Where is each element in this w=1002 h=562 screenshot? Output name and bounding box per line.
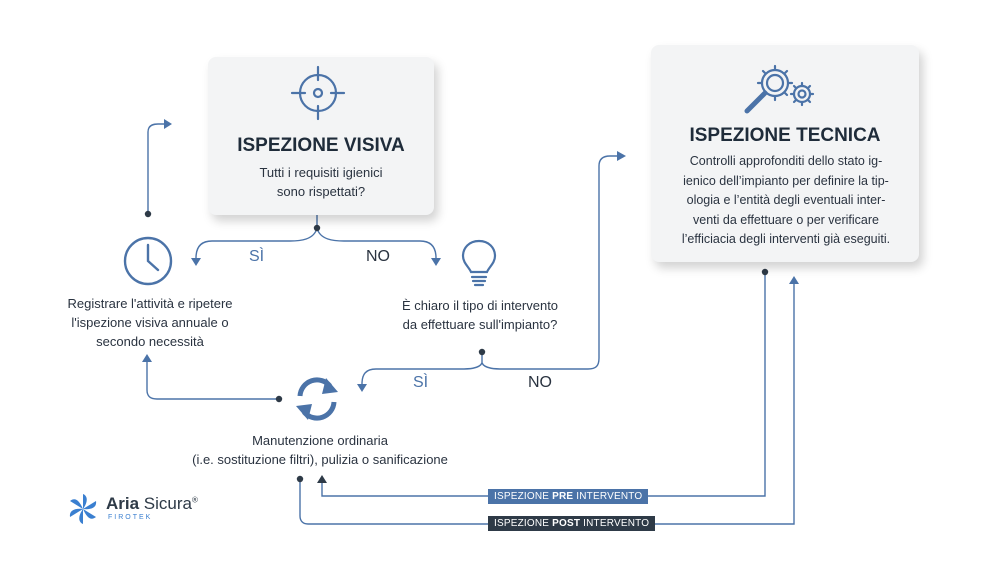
connector-refresh-record [146, 362, 279, 400]
connector-no-2 [481, 155, 618, 370]
tech-desc-line-1: Controlli approfonditi dello stato ig- [689, 154, 883, 168]
clock-icon [123, 236, 173, 286]
technical-inspection-card: ISPEZIONE TECNICA Controlli approfonditi… [651, 45, 919, 262]
maintenance-line-2: (i.e. sostituzione filtri), pulizia o sa… [192, 452, 448, 467]
arrowhead-pre [317, 475, 327, 483]
record-line-1: Registrare l'attività e ripetere [67, 296, 233, 311]
arrowhead-yes-1 [191, 258, 201, 266]
refresh-arrows-icon [296, 377, 338, 421]
record-line-2: l'ispezione visiva annuale o [71, 315, 229, 330]
brand-logo: Aria Sicura® FIROTEK [66, 492, 226, 528]
tech-desc-line-5: l’efficiacia degli interventi già esegui… [681, 232, 891, 246]
connector-post [299, 284, 795, 525]
post-tag-prefix: ISPEZIONE [494, 518, 553, 529]
connector-yes-1 [195, 227, 318, 259]
branch-yes-1: SÌ [249, 248, 265, 265]
pre-tag-prefix: ISPEZIONE [494, 491, 553, 502]
branch-yes-2: SÌ [413, 374, 429, 391]
connector-no-1 [316, 227, 437, 259]
connector-yes-2 [361, 362, 483, 385]
lightbulb-icon [461, 239, 497, 287]
brand-name-regular: Sicura [139, 494, 192, 513]
arrowhead-record [142, 354, 152, 362]
brand-registered: ® [192, 495, 198, 505]
intervention-line-2: da effettuare sull'impianto? [402, 317, 558, 332]
technical-inspection-title: ISPEZIONE TECNICA [689, 125, 881, 146]
arrowhead-clock-up [164, 119, 172, 129]
intervention-line-1: È chiaro il tipo di intervento [401, 298, 559, 313]
arrowhead-no-2 [617, 151, 626, 161]
arrowhead-yes-2 [357, 384, 367, 392]
arrowhead-post [789, 276, 799, 284]
tech-desc-line-3: ologia e l’entità degli eventuali inter- [686, 193, 886, 207]
brand-pinwheel-icon [69, 494, 97, 524]
arrowhead-no-1 [431, 258, 441, 266]
tech-desc-line-4: venti da effettuare o per verificare [693, 212, 879, 227]
technical-inspection-description: Controlli approfonditi dello stato ig- i… [659, 152, 913, 250]
target-icon [290, 65, 346, 121]
pre-tag-suffix: INTERVENTO [573, 491, 643, 502]
post-tag-bold: POST [552, 518, 581, 529]
brand-name-bold: Aria [106, 494, 140, 513]
branch-no-1: NO [366, 248, 390, 265]
post-intervention-tag: ISPEZIONE POST INTERVENTO [488, 516, 656, 531]
record-line-3: secondo necessità [96, 334, 204, 349]
connector-clock-up [147, 123, 165, 213]
intervention-question-text: È chiaro il tipo di intervento da effett… [360, 296, 600, 334]
pre-intervention-tag: ISPEZIONE PRE INTERVENTO [488, 489, 649, 504]
visual-inspection-title: ISPEZIONE VISIVA [237, 135, 405, 156]
visual-inspection-card: ISPEZIONE VISIVA Tutti i requisiti igien… [208, 57, 434, 215]
branch-no-2: NO [528, 374, 552, 391]
visual-question-line-2: sono rispettati? [276, 184, 366, 199]
gears-magnifier-icon [744, 64, 815, 114]
visual-question-line-1: Tutti i requisiti igienici [259, 165, 383, 180]
post-tag-suffix: INTERVENTO [580, 518, 650, 529]
tech-desc-line-2: ienico dell’impianto per definire la tip… [683, 173, 889, 188]
pre-tag-bold: PRE [552, 491, 574, 502]
brand-name: Aria Sicura® [106, 494, 198, 514]
record-activity-text: Registrare l'attività e ripetere l'ispez… [30, 294, 270, 351]
visual-inspection-question: Tutti i requisiti igienici sono rispetta… [208, 163, 434, 201]
brand-sub: FIROTEK [108, 514, 153, 521]
maintenance-line-1: Manutenzione ordinaria [252, 433, 388, 448]
maintenance-text: Manutenzione ordinaria (i.e. sostituzion… [160, 431, 480, 469]
